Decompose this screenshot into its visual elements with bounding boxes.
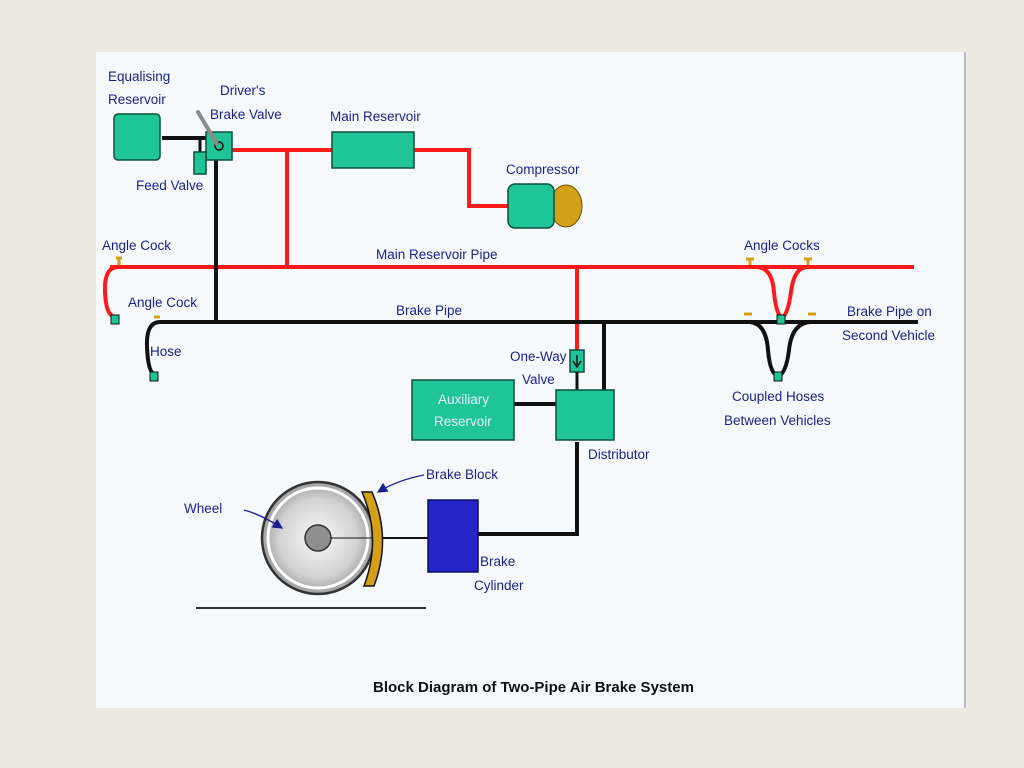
one-way-valve-arrow (572, 355, 582, 369)
wheel-pointer-arrow (243, 509, 284, 529)
brake-valve-handle (196, 110, 219, 146)
label-brake-pipe-second-2: Second Vehicle (842, 328, 935, 343)
label-brake-pipe: Brake Pipe (396, 303, 462, 318)
brake-pipe-hose-left (144, 320, 161, 376)
label-hose: Hose (150, 344, 182, 359)
label-auxiliary-reservoir-2: Reservoir (434, 414, 492, 429)
mr-hose-coupling-left (110, 314, 120, 325)
label-brake-block: Brake Block (426, 467, 498, 482)
label-wheel: Wheel (184, 501, 222, 516)
main-reservoir-pipe-system (102, 148, 914, 350)
label-drivers-brake-valve-1: Driver's (220, 83, 266, 98)
brake-block (360, 491, 384, 587)
air-brake-diagram: Equalising Reservoir Driver's Brake Valv… (102, 69, 935, 696)
label-angle-cocks: Angle Cocks (744, 238, 820, 253)
pipe-distributor-to-cylinder (478, 442, 579, 536)
label-coupled-hoses-2: Between Vehicles (724, 413, 831, 428)
label-compressor: Compressor (506, 162, 580, 177)
main-reservoir (331, 131, 415, 169)
label-equalising-reservoir-2: Reservoir (108, 92, 166, 107)
label-angle-cock-top: Angle Cock (102, 238, 171, 253)
label-auxiliary-reservoir-1: Auxiliary (438, 392, 489, 407)
label-feed-valve: Feed Valve (136, 178, 203, 193)
label-drivers-brake-valve-2: Brake Valve (210, 107, 282, 122)
compressor (507, 183, 555, 229)
main-reservoir-coupled-hose (755, 265, 809, 321)
slide-panel: Equalising Reservoir Driver's Brake Valv… (96, 52, 966, 708)
label-brake-cylinder-2: Cylinder (474, 578, 524, 593)
brake-pipe-coupled-hose (747, 320, 813, 379)
label-main-reservoir-pipe: Main Reservoir Pipe (376, 247, 498, 262)
bp-hose-coupling-left (149, 371, 159, 382)
diagram-caption: Block Diagram of Two-Pipe Air Brake Syst… (373, 679, 694, 696)
label-angle-cock-lower: Angle Cock (128, 295, 197, 310)
brake-cylinder (427, 499, 479, 573)
label-coupled-hoses-1: Coupled Hoses (732, 389, 825, 404)
brake-block-pointer-arrow (376, 474, 425, 493)
wheel-hub (304, 524, 332, 552)
compressor-dome (549, 184, 583, 228)
feed-valve (193, 151, 207, 175)
main-reservoir-hose-left (102, 265, 119, 318)
auxiliary-reservoir (411, 379, 515, 441)
label-one-way-valve-2: Valve (522, 372, 555, 387)
label-one-way-valve-1: One-Way (510, 349, 567, 364)
label-distributor: Distributor (588, 447, 650, 462)
bp-coupled-hose-joint (773, 371, 783, 382)
label-brake-cylinder-1: Brake (480, 554, 515, 569)
label-brake-pipe-second-1: Brake Pipe on (847, 304, 932, 319)
angle-cock-caps (116, 256, 816, 319)
pipe-main-reservoir-to-compressor (414, 148, 508, 208)
label-main-reservoir: Main Reservoir (330, 109, 421, 124)
equalising-reservoir (113, 113, 161, 161)
distributor (555, 389, 615, 441)
mr-coupled-hose-joint (776, 314, 786, 325)
label-equalising-reservoir-1: Equalising (108, 69, 170, 84)
